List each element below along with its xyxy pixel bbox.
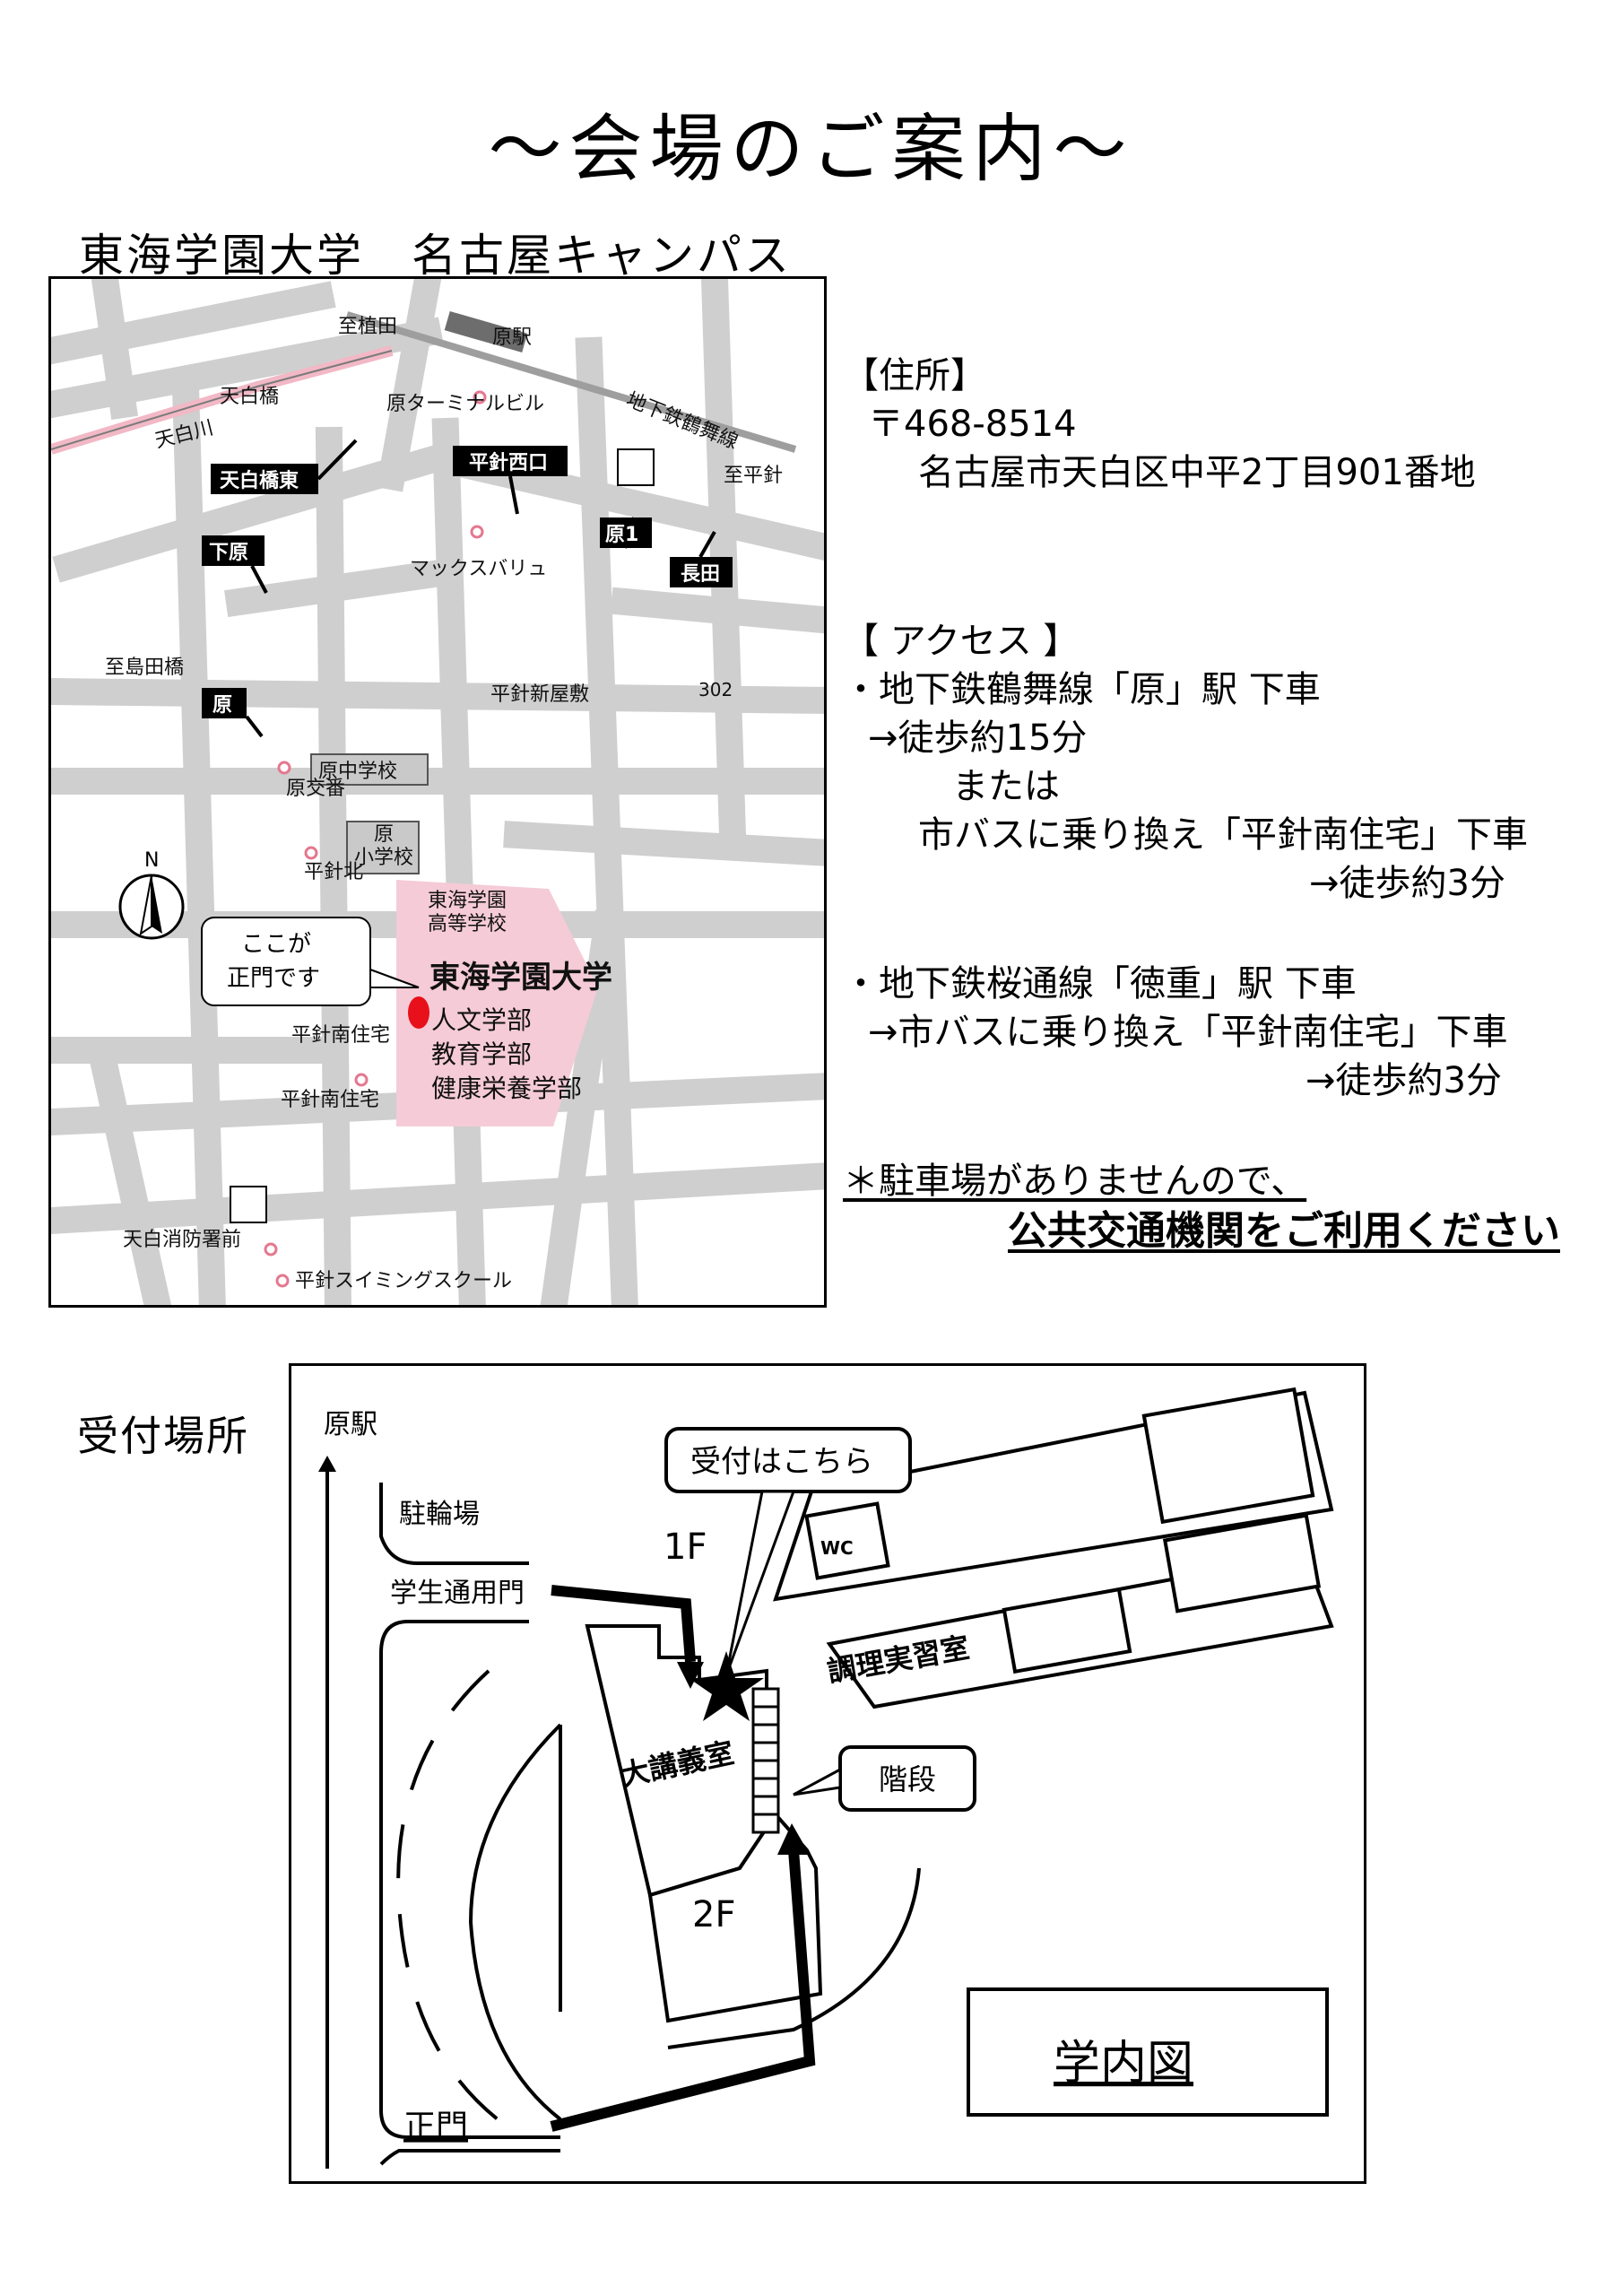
label-hirabari-shinyashiki: 平針新屋敷 xyxy=(490,683,589,706)
area-map-canvas: N ここが 正門です 至植田 原駅 地下鉄鶴舞線 天白橋 天白川 原ターミナルビ… xyxy=(51,279,824,1305)
label-max-value: マックスバリュ xyxy=(410,558,547,580)
campus-map-box xyxy=(967,1987,1329,2117)
access-route-1: ・地下鉄鶴舞線「原」駅 下車 xyxy=(843,669,1321,710)
campus-floor-map: 原駅 駐輪場 学生通用門 受付はこちら 1F WC 調理実習室 大講義室 階段 … xyxy=(289,1363,1366,2184)
hara-station-block xyxy=(444,311,528,352)
campus-roads xyxy=(325,1483,921,2169)
label-faculty-3: 健康栄養学部 xyxy=(431,1074,582,1103)
label-hara-station: 原駅 xyxy=(492,326,532,349)
label-floor2: 2F xyxy=(692,1894,735,1935)
reception-title: 受付場所 xyxy=(77,1412,249,1460)
label-hara1: 原1 xyxy=(605,524,638,546)
stairs-icon xyxy=(751,1687,780,1834)
address-postal: 〒468-8514 xyxy=(868,404,1077,445)
label-route302: 302 xyxy=(698,679,733,700)
label-hirabari-minami-2: 平針南住宅 xyxy=(281,1089,379,1111)
label-nagata: 長田 xyxy=(681,563,720,586)
label-hara-elementary-2: 小学校 xyxy=(354,847,413,869)
access-heading: 【 アクセス 】 xyxy=(843,621,1080,662)
label-faculty-1: 人文学部 xyxy=(431,1005,532,1035)
arrow-head-1 xyxy=(677,1662,704,1689)
map-labels: 至植田 原駅 地下鉄鶴舞線 天白橋 天白川 原ターミナルビル 至平針 天白橋東 … xyxy=(105,316,783,1292)
buildings xyxy=(585,1387,1334,2023)
address-heading: 【住所】 xyxy=(843,355,986,396)
road-network xyxy=(51,279,824,1305)
arrow-head-2 xyxy=(777,1823,810,1855)
floor-labels: 原駅 駐輪場 学生通用門 受付はこちら 1F WC 調理実習室 大講義室 階段 … xyxy=(324,1409,1193,2145)
label-hirabari-minami-1: 平針南住宅 xyxy=(291,1024,390,1047)
access-route-2-bus: →市バスに乗り換え「平針南住宅」下車 xyxy=(868,1012,1508,1053)
north-to-station-arrow-icon xyxy=(318,1456,336,1472)
junior-high-block xyxy=(310,753,429,786)
label-shishimadabashi: 至島田橋 xyxy=(105,657,184,679)
label-shimohara: 下原 xyxy=(209,542,248,564)
label-shihirabari: 至平針 xyxy=(724,465,783,487)
label-leaders xyxy=(245,439,716,738)
label-hara: 原 xyxy=(213,694,232,717)
access-route-1-bus-walk: →徒歩約3分 xyxy=(1309,863,1505,904)
elementary-block xyxy=(346,821,420,874)
label-bike-parking: 駐輪場 xyxy=(399,1499,480,1530)
access-or: または xyxy=(952,766,1060,807)
label-tenpaku-fire: 天白消防署前 xyxy=(123,1229,241,1251)
label-hara-terminal: 原ターミナルビル xyxy=(386,393,544,415)
label-stairs: 階段 xyxy=(879,1762,936,1796)
label-tenpaku-bashi: 天白橋 xyxy=(220,386,279,408)
label-tokai-univ: 東海学園大学 xyxy=(429,960,612,996)
reception-star-icon xyxy=(689,1651,764,1721)
label-main-gate: 正門 xyxy=(403,2109,468,2145)
access-route-2: ・地下鉄桜通線「徳重」駅 下車 xyxy=(843,963,1357,1004)
label-floor1: 1F xyxy=(664,1526,707,1568)
access-route-2-walk: →徒歩約3分 xyxy=(1305,1060,1502,1101)
address-line: 名古屋市天白区中平2丁目901番地 xyxy=(918,452,1476,493)
label-hara-junior-high: 原中学校 xyxy=(318,761,397,783)
label-tokai-highschool-1: 東海学園 xyxy=(428,890,507,912)
label-shiuekida: 至植田 xyxy=(338,316,397,338)
label-hirabari-swim: 平針スイミングスクール xyxy=(295,1270,512,1292)
railway xyxy=(345,311,797,453)
bus-stop-marker-1 xyxy=(617,448,655,486)
north-label: N xyxy=(144,849,159,872)
callout-line-2: 正門です xyxy=(227,965,320,992)
access-route-1-bus: 市バスに乗り換え「平針南住宅」下車 xyxy=(918,814,1528,856)
area-map: N ここが 正門です 至植田 原駅 地下鉄鶴舞線 天白橋 天白川 原ターミナルビ… xyxy=(48,276,827,1308)
label-hara-koban: 原交番 xyxy=(286,778,345,800)
access-route-1-walk: →徒歩約15分 xyxy=(868,718,1088,759)
floor-map-canvas: 原駅 駐輪場 学生通用門 受付はこちら 1F WC 調理実習室 大講義室 階段 … xyxy=(318,1387,1334,2169)
page-title: 〜会場のご案内〜 xyxy=(488,107,1134,192)
label-hirabari-kita: 平針北 xyxy=(304,861,363,883)
bus-stop-marker-2 xyxy=(230,1186,267,1223)
station-label-boxes xyxy=(202,446,733,718)
label-tokai-highschool-2: 高等学校 xyxy=(428,913,507,935)
label-hara-station: 原駅 xyxy=(324,1409,377,1440)
campus-title: 東海学園大学 名古屋キャンパス xyxy=(79,230,792,282)
label-hirabari-nishiguchi: 平針西口 xyxy=(469,451,548,474)
label-tenpakubashi-higashi: 天白橋東 xyxy=(220,469,299,492)
callout-line-1: ここが xyxy=(241,931,311,958)
campus-area xyxy=(396,880,598,1126)
label-reception-here: 受付はこちら xyxy=(690,1444,873,1480)
route-arrows xyxy=(550,1585,816,2132)
label-wc: WC xyxy=(820,1537,854,1559)
label-student-gate: 学生通用門 xyxy=(390,1578,525,1609)
main-gate-marker xyxy=(408,996,429,1029)
parking-note-2: 公共交通機関をご利用ください xyxy=(1008,1208,1560,1254)
parking-note-1: ＊駐車場がありませんので、 xyxy=(843,1161,1307,1202)
poi-markers xyxy=(264,390,487,1288)
label-campus-map: 学内図 xyxy=(1054,2037,1193,2091)
label-faculty-2: 教育学部 xyxy=(431,1039,532,1069)
main-gate-callout xyxy=(201,917,371,1006)
label-hara-elementary-1: 原 xyxy=(374,823,394,846)
